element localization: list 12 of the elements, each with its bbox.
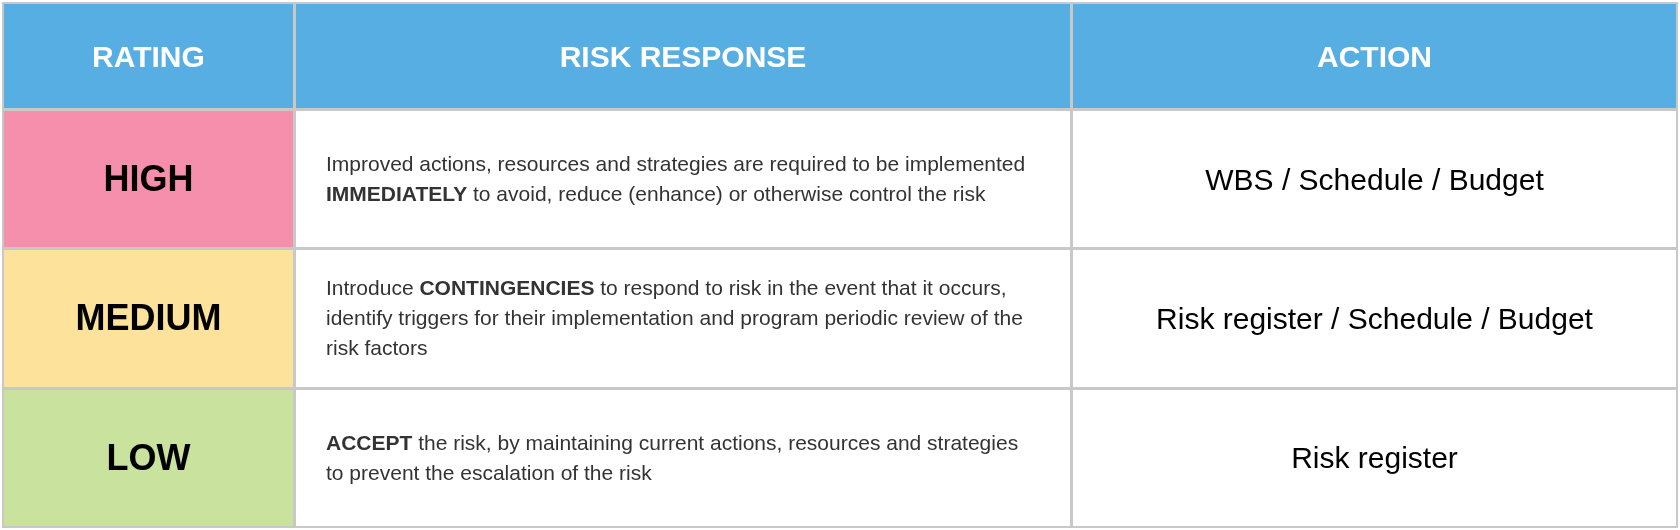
action-cell: Risk register	[1073, 389, 1676, 526]
action-cell: Risk register / Schedule / Budget	[1073, 250, 1676, 387]
header-cell: ACTION	[1073, 4, 1676, 108]
rating-cell: HIGH	[4, 111, 293, 248]
rating-cell: MEDIUM	[4, 250, 293, 387]
rating-cell: LOW	[4, 389, 293, 526]
header-cell: RISK RESPONSE	[296, 4, 1070, 108]
response-cell: ACCEPT the risk, by maintaining current actions, resources and strategies to prevent the escalation of the risk	[296, 389, 1070, 526]
header-cell: RATING	[4, 4, 293, 108]
response-cell: Introduce CONTINGENCIES to respond to risk in the event that it occurs, identify triggers for their implementation and program periodic review of the risk factors	[296, 250, 1070, 387]
response-cell: Improved actions, resources and strategies are required to be implemented IMMEDIATELY to avoid, reduce (enhance) or otherwise control the risk	[296, 111, 1070, 248]
action-cell: WBS / Schedule / Budget	[1073, 111, 1676, 248]
